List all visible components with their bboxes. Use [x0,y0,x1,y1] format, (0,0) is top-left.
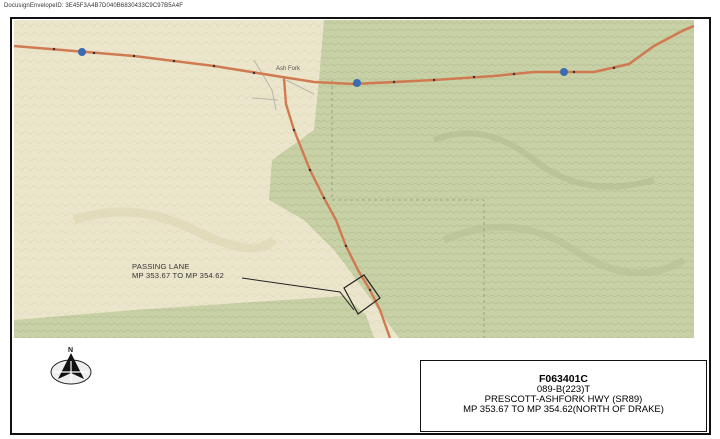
callout-line-2: MP 353.67 TO MP 354.62 [132,271,224,280]
north-label: N [68,347,73,354]
docusign-envelope-id: DocusignEnvelopeID: 3E45F3A4B7D040B68304… [4,3,183,9]
title-block: F063401C 089-B(223)T PRESCOTT-ASHFORK HW… [420,360,707,432]
highway-name: PRESCOTT-ASHFORK HWY (SR89) [484,394,643,405]
location-map: Ash Fork PASSING LANE MP 353.67 TO MP 35… [14,20,694,338]
project-number: F063401C [538,373,589,385]
town-label-ash-fork: Ash Fork [276,66,301,72]
interstate-40 [14,24,694,86]
north-arrow-icon: N [48,345,94,387]
project-limits: MP 353.67 TO MP 354.62(NORTH OF DRAKE) [463,404,664,415]
callout-leader [241,277,355,311]
sr89-highway [282,77,392,338]
project-limits-box [343,274,381,315]
tracs-number: 089-B(223)T [536,384,591,395]
callout-line-1: PASSING LANE [132,262,190,271]
forest-region-south [14,296,374,338]
